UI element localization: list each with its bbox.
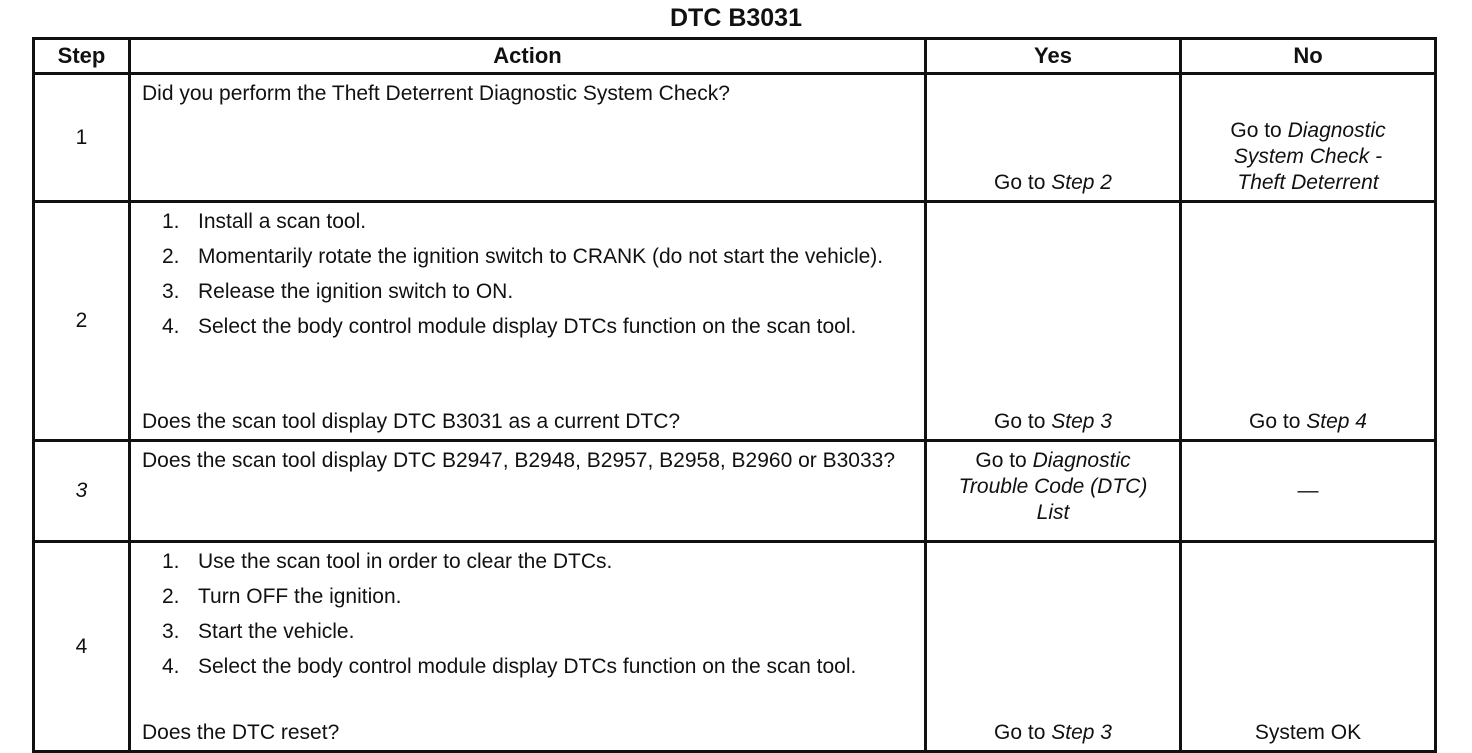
list-item-number: 1. (162, 550, 180, 573)
action-cell: 1. Use the scan tool in order to clear th… (128, 540, 927, 753)
no-cell: Go to Diagnostic System Check - Theft De… (1179, 72, 1437, 203)
list-item-text: Turn OFF the ignition. (198, 585, 402, 608)
no-cell: System OK (1179, 540, 1437, 753)
step-number: 4 (32, 540, 131, 753)
action-question: Does the DTC reset? (142, 721, 340, 744)
yes-link[interactable]: Step 3 (1051, 410, 1112, 433)
yes-prefix: Go to (994, 721, 1052, 744)
action-question: Does the scan tool display DTC B2947, B2… (142, 449, 896, 472)
list-item: 3. Release the ignition switch to ON. (142, 279, 914, 305)
page-title: DTC B3031 (670, 4, 802, 32)
list-item-number: 2. (162, 585, 180, 608)
table-row: 4 1. Use the scan tool in order to clear … (32, 540, 1437, 753)
list-item-text: Momentarily rotate the ignition switch t… (198, 245, 884, 268)
step-number: 3 (32, 439, 131, 543)
yes-link[interactable]: Step 2 (1051, 171, 1112, 194)
table-row: 1 Did you perform the Theft Deterrent Di… (32, 72, 1437, 203)
list-item: 3. Start the vehicle. (142, 619, 914, 645)
list-item-text: Select the body control module display D… (198, 655, 857, 678)
header-no: No (1179, 37, 1437, 75)
step-number: 2 (32, 200, 131, 442)
no-prefix: Go to (1249, 410, 1307, 433)
no-prefix: Go to (1230, 119, 1288, 142)
list-item-number: 4. (162, 315, 180, 338)
list-item: 2. Momentarily rotate the ignition switch… (142, 244, 914, 270)
instruction-list: 1. Use the scan tool in order to clear th… (142, 549, 914, 680)
yes-cell: Go to Step 3 (924, 200, 1182, 442)
no-link[interactable]: Diagnostic System Check - Theft Deterren… (1233, 119, 1386, 194)
list-item: 4. Select the body control module display… (142, 314, 914, 340)
step-number-text: 3 (75, 479, 88, 502)
yes-cell: Go to Diagnostic Trouble Code (DTC) List (924, 439, 1182, 543)
header-step: Step (32, 37, 131, 75)
list-item-number: 2. (162, 245, 180, 268)
list-item-number: 3. (162, 620, 180, 643)
action-cell: Did you perform the Theft Deterrent Diag… (128, 72, 927, 203)
instruction-list: 1. Install a scan tool. 2. Momentarily rot… (142, 209, 914, 340)
yes-prefix: Go to (994, 410, 1052, 433)
no-cell: Go to Step 4 (1179, 200, 1437, 442)
header-yes: Yes (924, 37, 1182, 75)
header-action: Action (128, 37, 927, 75)
yes-cell: Go to Step 2 (924, 72, 1182, 203)
no-cell: — (1179, 439, 1437, 543)
list-item-text: Start the vehicle. (198, 620, 355, 643)
list-item-number: 1. (162, 210, 180, 233)
table-row: 3 Does the scan tool display DTC B2947, … (32, 439, 1437, 543)
list-item-number: 4. (162, 655, 180, 678)
yes-link[interactable]: Step 3 (1051, 721, 1112, 744)
no-text: — (1297, 479, 1319, 502)
yes-cell: Go to Step 3 (924, 540, 1182, 753)
list-item-number: 3. (162, 280, 180, 303)
list-item: 4. Select the body control module display… (142, 654, 914, 680)
action-cell: 1. Install a scan tool. 2. Momentarily rot… (128, 200, 927, 442)
list-item-text: Release the ignition switch to ON. (198, 280, 514, 303)
action-cell: Does the scan tool display DTC B2947, B2… (128, 439, 927, 543)
list-item-text: Use the scan tool in order to clear the … (198, 550, 613, 573)
table-row: 2 1. Install a scan tool. 2. Momentarily r… (32, 200, 1437, 442)
step-number: 1 (32, 72, 131, 203)
diagnostic-table: Step Action Yes No 1 Did you perform the… (32, 37, 1437, 753)
yes-prefix: Go to (975, 449, 1033, 472)
list-item-text: Select the body control module display D… (198, 315, 857, 338)
no-text: System OK (1254, 721, 1362, 744)
list-item: 2. Turn OFF the ignition. (142, 584, 914, 610)
header-row: Step Action Yes No (32, 37, 1437, 75)
no-link[interactable]: Step 4 (1306, 410, 1367, 433)
list-item: 1. Use the scan tool in order to clear th… (142, 549, 914, 575)
action-question: Did you perform the Theft Deterrent Diag… (142, 82, 730, 105)
action-question: Does the scan tool display DTC B3031 as … (142, 410, 681, 433)
yes-link[interactable]: Diagnostic Trouble Code (DTC) List (958, 449, 1148, 524)
yes-prefix: Go to (994, 171, 1052, 194)
list-item-text: Install a scan tool. (198, 210, 367, 233)
list-item: 1. Install a scan tool. (142, 209, 914, 235)
